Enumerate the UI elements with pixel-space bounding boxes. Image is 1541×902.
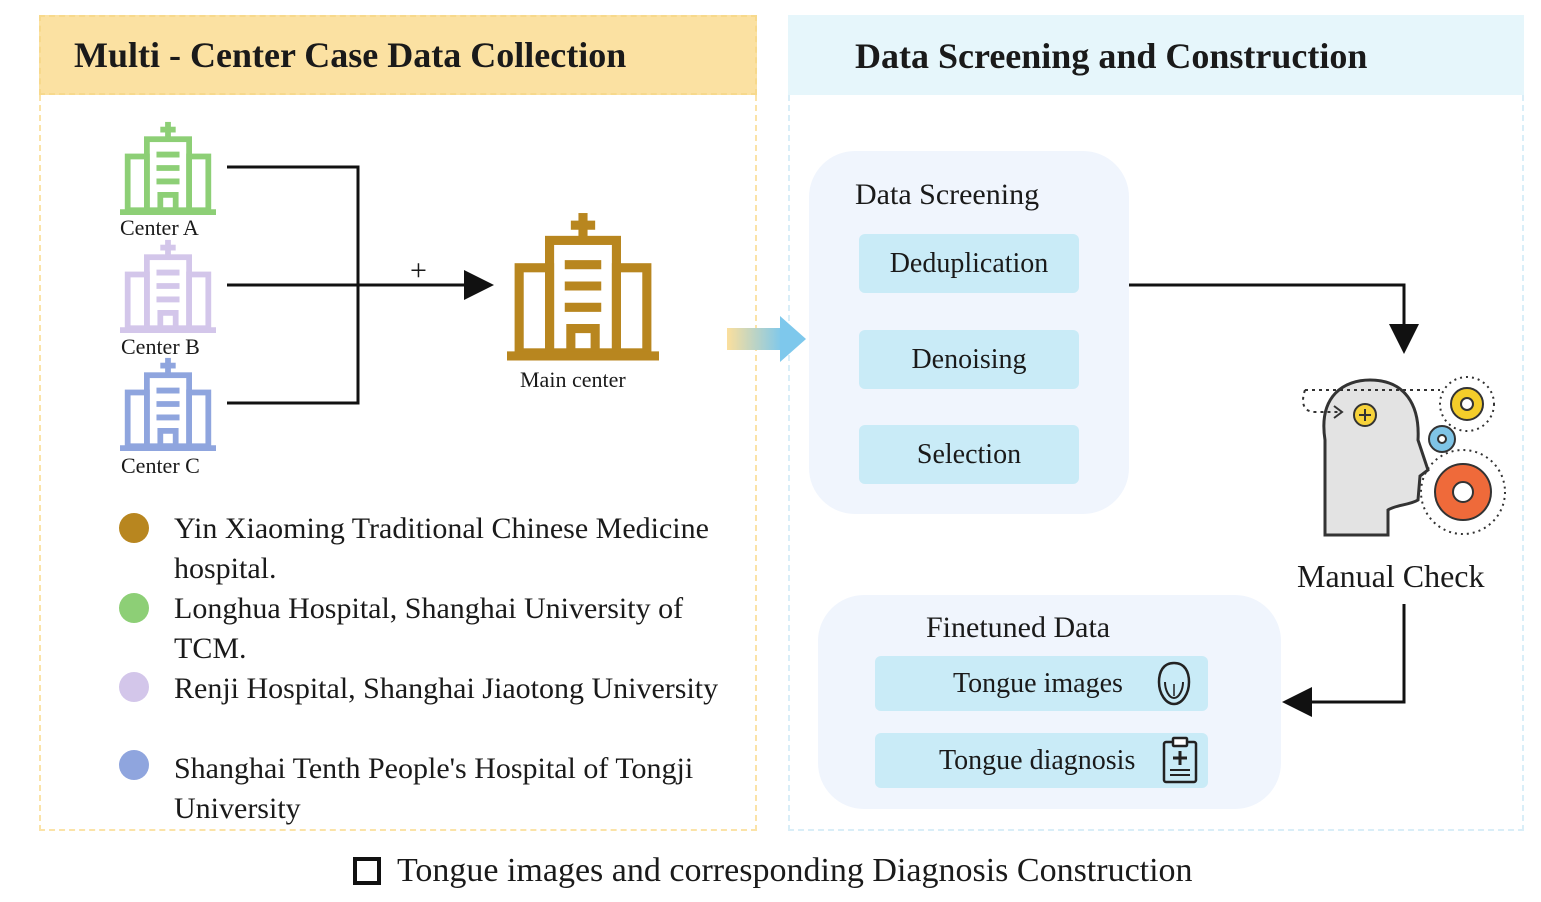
legend-dot-main: [119, 513, 149, 543]
screening-title: Data Screening: [855, 178, 1040, 211]
finetuned-item-label: Tongue diagnosis: [939, 744, 1136, 776]
step-selection: Selection: [859, 425, 1079, 484]
legend-item: Yin Xiaoming Traditional Chinese Medicin…: [174, 512, 709, 585]
collection-title: Multi - Center Case Data Collection: [74, 35, 627, 75]
finetuned-item-label: Tongue images: [953, 667, 1123, 699]
transition-arrow-body: [727, 328, 782, 350]
legend-item: Longhua Hospital, Shanghai University of…: [174, 592, 684, 665]
finetuned-item-tongue-images: Tongue images: [875, 656, 1208, 711]
legend-dot-a: [119, 593, 149, 623]
legend-dot-b: [119, 672, 149, 702]
check-to-finetuned-arrow: [1282, 604, 1406, 717]
construction-title: Data Screening and Construction: [855, 36, 1368, 76]
center-b-label: Center B: [121, 334, 200, 359]
caption-square-icon: [353, 857, 381, 885]
center-c-label: Center C: [121, 453, 200, 478]
caption-text: Tongue images and corresponding Diagnosi…: [397, 852, 1193, 889]
collection-panel: [39, 15, 757, 831]
step-deduplication: Deduplication: [859, 234, 1079, 293]
plus-sign: +: [410, 254, 427, 287]
orange-gear-icon: [1420, 449, 1506, 535]
center-b-hospital-icon: [120, 240, 216, 330]
blue-gear-icon: [1428, 425, 1456, 453]
center-c-hospital-icon: [120, 358, 216, 448]
legend-item: Shanghai Tenth People's Hospital of Tong…: [174, 752, 694, 825]
legend-dot-c: [119, 750, 149, 780]
manual-check-head-icon: [1302, 378, 1440, 537]
manual-check-label: Manual Check: [1297, 558, 1485, 594]
figure-caption: Tongue images and corresponding Diagnosi…: [353, 852, 1193, 890]
finetuned-title: Finetuned Data: [926, 611, 1111, 644]
finetuned-item-tongue-diagnosis: Tongue diagnosis: [875, 733, 1208, 788]
center-a-label: Center A: [120, 215, 199, 240]
screening-to-check-arrow: [1123, 283, 1419, 354]
center-a-hospital-icon: [120, 122, 216, 212]
clipboard-icon: [1162, 736, 1198, 784]
main-center-label: Main center: [520, 367, 626, 392]
construction-header: [788, 15, 1524, 95]
main-center-hospital-icon: [507, 213, 659, 356]
yellow-gear-icon: [1439, 376, 1495, 432]
transition-arrow-head: [780, 316, 806, 362]
face-icon: [1157, 661, 1191, 706]
step-denoising: Denoising: [859, 330, 1079, 389]
collection-header: [39, 15, 757, 95]
legend-item: Renji Hospital, Shanghai Jiaotong Univer…: [174, 672, 719, 705]
